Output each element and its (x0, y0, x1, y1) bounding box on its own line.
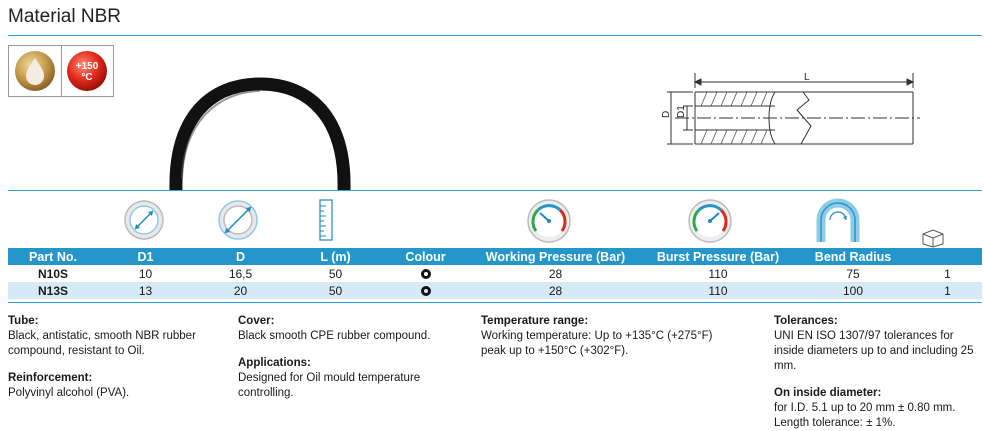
header-working-pressure: Working Pressure (Bar) (468, 248, 643, 265)
cell-bend-radius: 75 (846, 266, 860, 281)
cell-part-no: N10S (37, 266, 69, 281)
notes-column-4: Tolerances: UNI EN ISO 1307/97 tolerance… (774, 314, 979, 431)
header-colour: Colour (383, 248, 468, 265)
inner-diameter-label: D1 (676, 105, 687, 118)
temperature-unit: °C (82, 72, 93, 83)
cell-length: 50 (328, 266, 343, 281)
property-badges: +150 °C (8, 45, 114, 97)
cell-package: 1 (944, 266, 951, 281)
oil-resistant-badge (9, 46, 61, 96)
hose-image (169, 77, 351, 192)
tolerances-text: UNI EN ISO 1307/97 tolerances for inside… (774, 330, 974, 372)
hose-dimension-diagram: L D D1 (661, 72, 920, 145)
header-length: L (m) (288, 248, 383, 265)
black-colour-swatch (420, 286, 431, 297)
applications-text: Designed for Oil mould temperature contr… (238, 372, 421, 399)
outer-diameter-icon (218, 200, 258, 240)
applications-title: Applications: (238, 357, 311, 369)
cover-text: Black smooth CPE rubber compound. (238, 330, 431, 342)
cell-package: 1 (913, 282, 982, 299)
inside-diameter-title: On inside diameter: (774, 387, 882, 399)
reinforcement-text: Polyvinyl alcohol (PVA). (8, 387, 130, 399)
table-row: N10S 10 16,5 50 28 110 75 1 (8, 265, 982, 282)
inner-diameter-icon (124, 200, 164, 240)
temperature-icon: +150 °C (67, 51, 108, 91)
header-d1: D1 (98, 248, 193, 265)
notes-column-2: Cover: Black smooth CPE rubber compound.… (238, 314, 438, 413)
tolerances-title: Tolerances: (774, 315, 838, 327)
cell-working-pressure: 28 (468, 282, 643, 299)
cell-colour (383, 282, 468, 299)
specs-table: Part No. D1 D L (m) Colour Working Press… (8, 248, 982, 299)
cover-title: Cover: (238, 315, 275, 327)
cell-bend-radius: 100 (793, 282, 913, 299)
title-divider (8, 35, 982, 36)
cell-d: 16,5 (228, 266, 253, 281)
table-header-row: Part No. D1 D L (m) Colour Working Press… (8, 248, 982, 265)
length-ruler-icon (319, 199, 333, 241)
cell-d1: 13 (98, 282, 193, 299)
cell-burst-pressure: 110 (708, 266, 728, 281)
temperature-working: Working temperature: Up to +135°C (+275°… (481, 330, 713, 342)
bend-radius-icon (816, 198, 860, 242)
section-divider (8, 190, 982, 191)
cell-colour (383, 265, 468, 282)
cell-working-pressure: 28 (548, 266, 563, 281)
reinforcement-title: Reinforcement: (8, 372, 93, 384)
inside-diameter-tolerance: for I.D. 5.1 up to 20 mm ± 0.80 mm. (774, 402, 956, 414)
header-part-no: Part No. (8, 248, 98, 265)
notes-column-3: Temperature range: Working temperature: … (481, 314, 751, 359)
header-bend-radius: Bend Radius (793, 248, 913, 265)
burst-pressure-gauge-icon (688, 199, 732, 243)
notes-column-1: Tube: Black, antistatic, smooth NBR rubb… (8, 314, 208, 413)
cell-d: 20 (193, 282, 288, 299)
temperature-value: +150 (76, 61, 99, 72)
table-bottom-divider (8, 302, 982, 303)
black-colour-swatch (420, 269, 431, 280)
header-burst-pressure: Burst Pressure (Bar) (643, 248, 793, 265)
temperature-badge: +150 °C (60, 46, 114, 96)
header-package (913, 248, 982, 265)
cell-burst-pressure: 110 (643, 282, 793, 299)
length-tolerance: Length tolerance: ± 1%. (774, 417, 896, 429)
page-title: Material NBR (8, 6, 121, 27)
tube-text: Black, antistatic, smooth NBR rubber com… (8, 330, 196, 357)
temperature-peak: peak up to +150°C (+302°F). (481, 345, 629, 357)
tube-title: Tube: (8, 315, 39, 327)
header-d: D (193, 248, 288, 265)
working-pressure-gauge-icon (527, 199, 571, 243)
cell-d1: 10 (138, 266, 153, 281)
outer-diameter-label: D (661, 111, 672, 118)
temperature-title: Temperature range: (481, 315, 589, 327)
package-icon (922, 229, 944, 248)
table-row: N13S 13 20 50 28 110 100 1 (8, 282, 982, 299)
cell-length: 50 (288, 282, 383, 299)
oil-drop-icon (14, 51, 55, 91)
cell-part-no: N13S (8, 282, 98, 299)
length-label: L (804, 72, 810, 83)
